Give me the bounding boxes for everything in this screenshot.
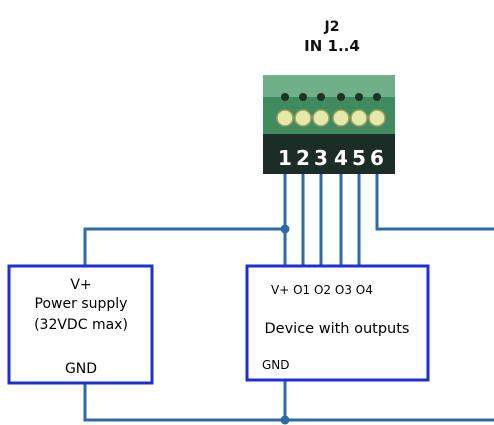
junction-gnd — [280, 415, 290, 425]
wire-pin6 — [375, 174, 494, 231]
terminal-block-top — [263, 75, 395, 97]
wire-vplus-bus — [83, 227, 285, 266]
terminal-screws — [276, 109, 386, 127]
power-supply-title: Power supply — [35, 296, 128, 312]
wire-gnd-bus — [83, 383, 494, 422]
power-supply-vplus: V+ — [70, 277, 91, 293]
junction-vplus — [280, 224, 290, 234]
pin-label-5: 5 — [352, 146, 366, 170]
power-supply-rating: (32VDC max) — [34, 317, 128, 333]
terminal-holes — [281, 93, 381, 101]
device-gnd: GND — [262, 358, 290, 372]
connector-label: IN 1..4 — [304, 37, 360, 55]
pin-label-1: 1 — [278, 146, 292, 170]
terminal-block-base — [263, 134, 395, 174]
power-supply-frame — [7, 264, 154, 385]
pin-label-3: 3 — [314, 146, 328, 170]
terminal-block: 1 2 3 4 5 6 — [263, 75, 395, 174]
pin-label-6: 6 — [370, 146, 384, 170]
device-pin-labels: V+ O1 O2 O3 O4 — [271, 283, 373, 297]
device-title: Device with outputs — [265, 321, 410, 337]
power-supply-gnd: GND — [65, 361, 97, 377]
pin-label-2: 2 — [296, 146, 310, 170]
power-supply-box: V+ Power supply (32VDC max) GND — [7, 264, 154, 385]
device-frame — [245, 264, 430, 382]
pin-label-4: 4 — [334, 146, 348, 170]
connector-id: J2 — [324, 19, 340, 35]
wires — [83, 174, 494, 422]
device-box: V+ O1 O2 O3 O4 Device with outputs GND — [245, 264, 430, 382]
